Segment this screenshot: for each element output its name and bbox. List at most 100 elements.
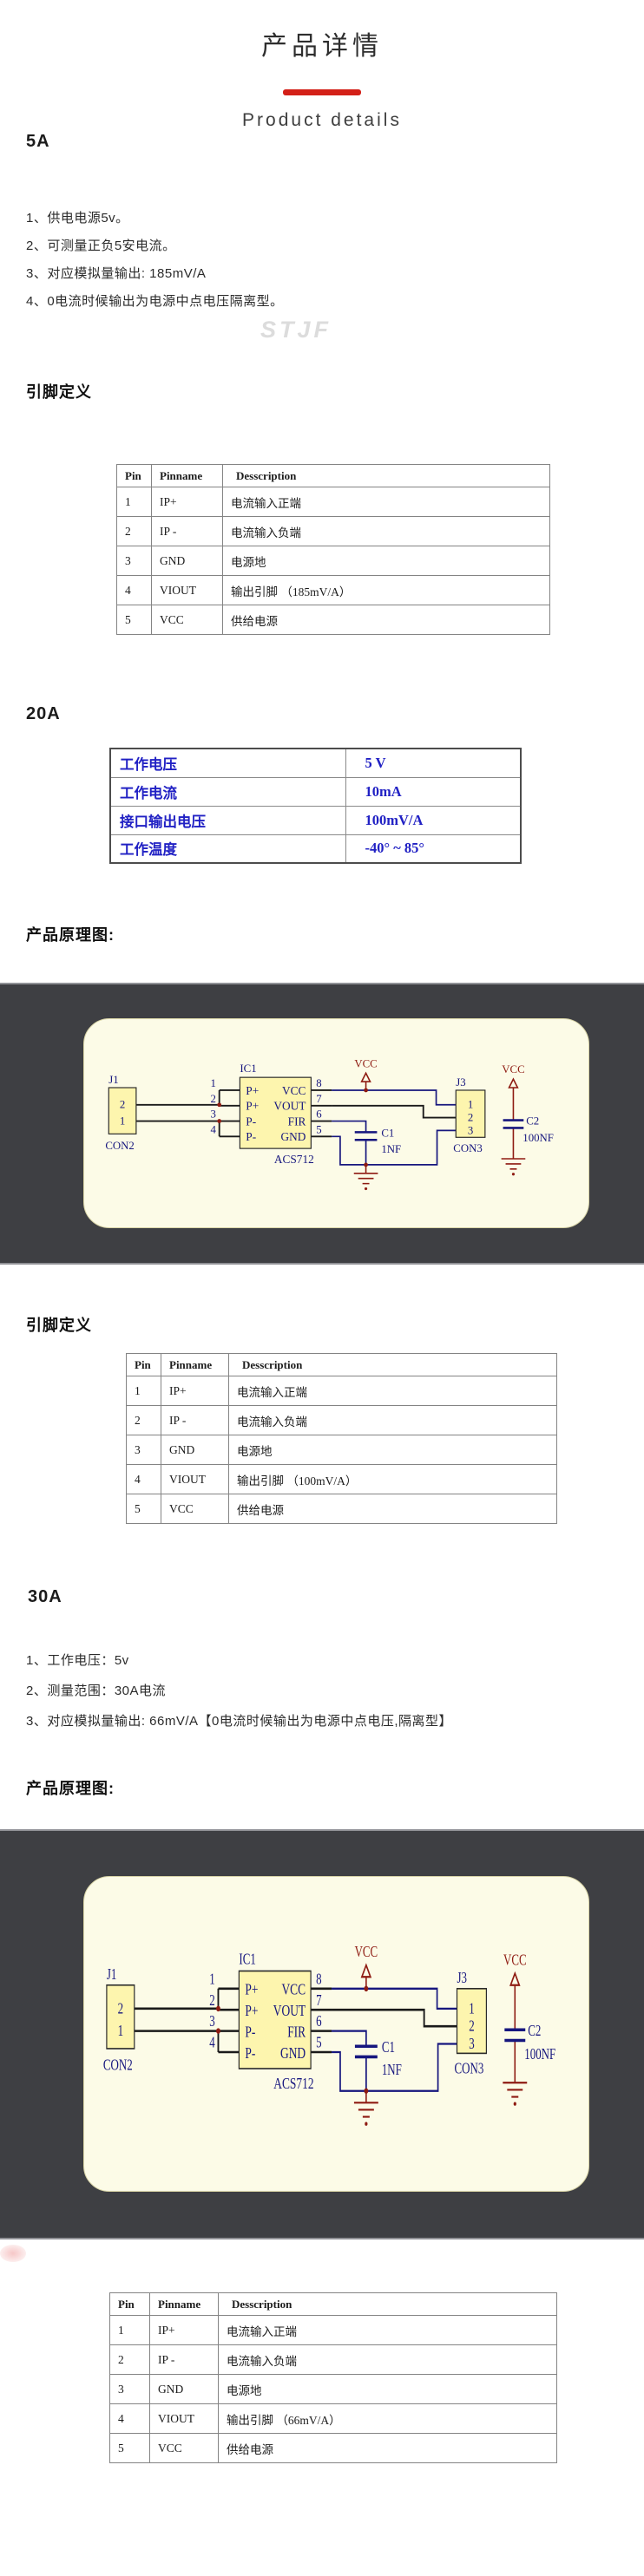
pin-number: 1 [211,1077,216,1089]
j1-connector [106,1984,135,2050]
list-item: 3、对应模拟量输出: 66mV/A【0电流时候输出为电源中点电压,隔离型】 [26,1714,453,1729]
ic-pin-label: P+ [246,1084,259,1097]
cell-pinname: GND [151,546,223,576]
j1-type-label: CON2 [103,2057,133,2074]
cell-pinname: IP+ [149,2315,219,2345]
list-item: 4、0电流时候输出为电源中点电压隔离型。 [26,294,284,309]
j3-pin-label: 1 [468,1099,473,1111]
ic-pin-label: VOUT [273,1100,306,1113]
j3-type-label: CON3 [455,2061,484,2077]
j3-connector [455,1089,486,1138]
j1-ref-label: J1 [108,1074,118,1086]
vcc-label: VCC [355,1944,378,1960]
cell-pinname: GND [149,2374,219,2404]
cell-pin: 1 [109,2315,150,2345]
col-header-pinname: Pinname [149,2292,219,2316]
spec-value: 5 V [345,748,522,778]
ic-pin-label: GND [280,2045,306,2062]
ic1-acs712 [238,1970,312,2069]
j1-pin-label: 2 [118,2000,123,2017]
ic-pin-label: P+ [246,1100,259,1113]
pin-definition-heading-5a: 引脚定义 [26,383,92,401]
cell-pinname: IP+ [151,487,223,517]
c1-value-label: 1NF [382,2062,402,2078]
cell-pinname: VCC [161,1494,229,1524]
table-row: 工作温度-40° ~ 85° [109,834,522,864]
cell-pinname: VIOUT [161,1464,229,1494]
cell-description: 输出引脚 （185mV/A） [222,575,550,605]
j3-connector [456,1987,488,2055]
pin-number: 7 [316,1992,322,2009]
pin-number: 3 [211,1108,216,1121]
c1-ref-label: C1 [381,1127,394,1139]
j1-pin-label: 2 [120,1099,125,1111]
image-artifact [0,2245,26,2262]
c2-value-label: 100NF [524,2046,555,2063]
ic-pin-label: P- [245,2045,255,2062]
ic-pin-label: P+ [245,2003,258,2019]
c1-ref-label: C1 [382,2039,395,2056]
col-header-pin: Pin [126,1353,161,1376]
cell-pinname: IP - [161,1405,229,1435]
ic1-acs712 [239,1076,312,1149]
cell-description: 电流输入负端 [218,2344,557,2375]
cell-pinname: GND [161,1435,229,1465]
ic-ref-label: IC1 [239,1952,255,1968]
circuit-schematic-20a: J1 2 1 CON2 IC1 ACS712 1 2 3 4 8 7 6 5 P… [105,1057,554,1191]
c2-ref-label: C2 [526,1115,539,1127]
pin-number: 4 [211,1123,217,1135]
schematic-heading-20a: 产品原理图: [26,926,115,944]
ic-ref-label: IC1 [240,1062,256,1075]
pin-number: 1 [209,1971,214,1988]
pin-number: 6 [316,1108,322,1121]
cell-description: 电源地 [218,2374,557,2404]
section-heading-20a: 20A [26,704,61,723]
title-accent-bar [283,89,361,95]
pin-number: 8 [316,1077,321,1089]
spec-label: 工作温度 [109,834,346,864]
ic-pin-label: VCC [281,1982,306,1998]
cell-description: 输出引脚 （100mV/A） [228,1464,557,1494]
cell-description: 供给电源 [222,605,550,635]
list-item: 1、供电电源5v。 [26,211,129,226]
col-header-pinname: Pinname [161,1353,229,1376]
cell-pin: 2 [109,2344,150,2375]
list-item: 3、对应模拟量输出: 185mV/A [26,266,207,281]
col-header-description: Desscription [218,2292,557,2316]
cell-description: 供给电源 [218,2433,557,2463]
spec-label: 工作电流 [109,776,346,807]
cell-pin: 1 [126,1376,161,1406]
c1-value-label: 1NF [381,1143,401,1155]
cell-pin: 1 [116,487,152,517]
cell-pin: 2 [116,516,152,546]
ic-pin-label: GND [281,1130,306,1143]
ic-part-label: ACS712 [273,2076,313,2092]
pin-number: 5 [316,1123,321,1135]
cell-description: 电流输入正端 [218,2315,557,2345]
ic-pin-label: P+ [245,1982,258,1998]
col-header-pinname: Pinname [151,464,223,487]
pin-number: 5 [316,2035,322,2051]
c2-ref-label: C2 [528,2023,541,2039]
spec-value: -40° ~ 85° [345,834,522,864]
pin-number: 6 [316,2013,322,2030]
pin-number: 8 [316,1971,322,1988]
page-subtitle: Product details [242,110,402,130]
ic-pin-label: VOUT [273,2003,306,2019]
pin-number: 4 [209,2035,215,2051]
list-item: 2、可测量正负5安电流。 [26,239,176,253]
j1-pin-label: 1 [120,1115,125,1127]
col-header-pin: Pin [116,464,152,487]
cell-pinname: VCC [149,2433,219,2463]
ic-pin-label: VCC [282,1084,306,1097]
